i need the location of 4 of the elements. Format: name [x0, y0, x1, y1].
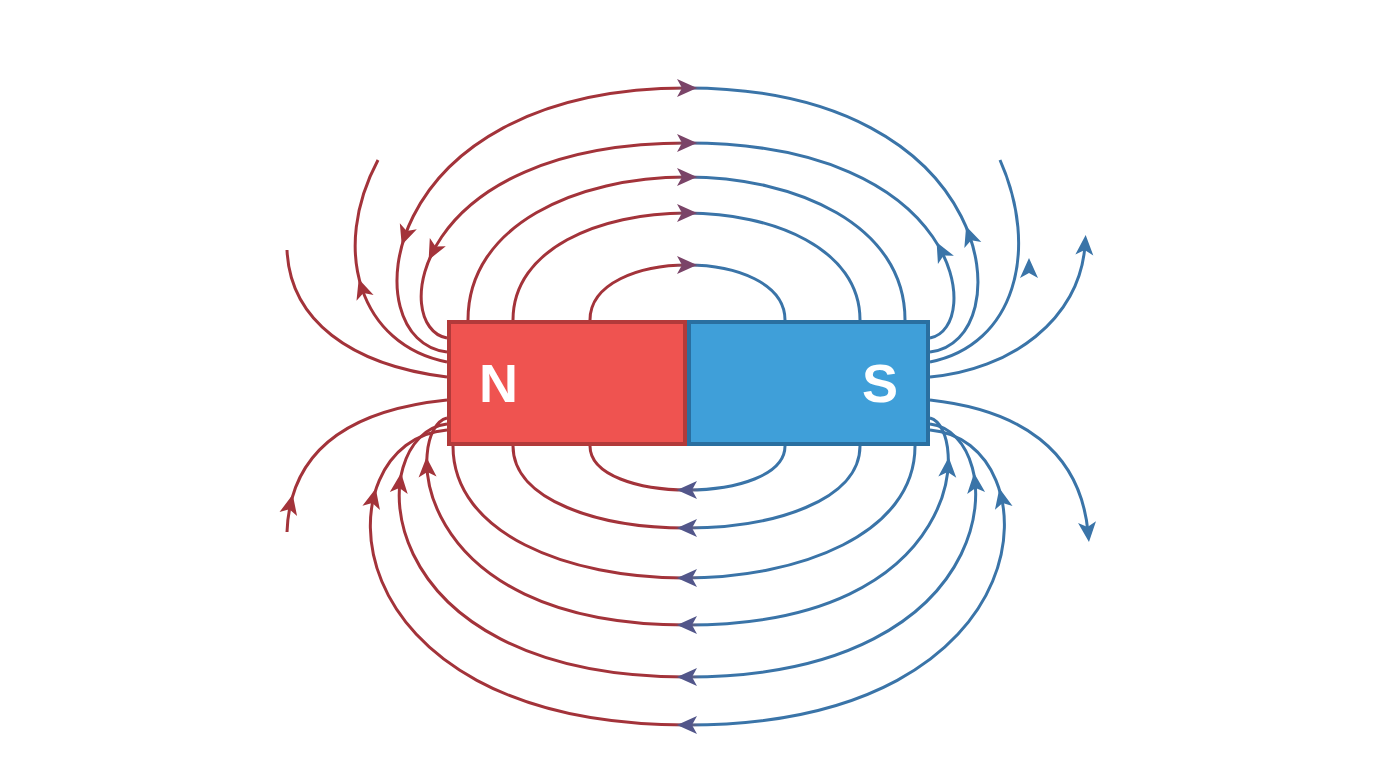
pole-label: N [479, 356, 518, 410]
south-pole-block [687, 320, 930, 446]
north-pole-block [447, 320, 687, 446]
pole-label: S [861, 356, 898, 410]
